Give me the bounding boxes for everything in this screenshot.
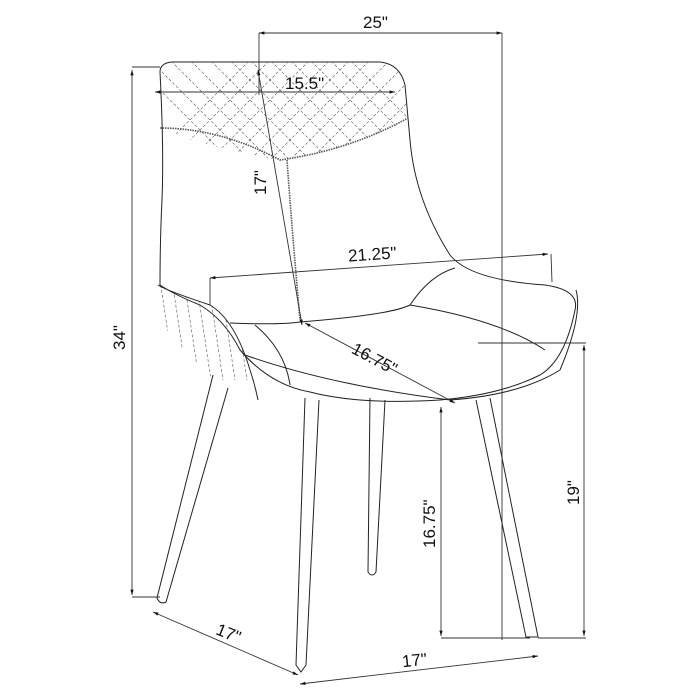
- label-seat-height: 19": [564, 480, 583, 505]
- label-back-height: 17": [251, 170, 270, 195]
- quilted-pattern-side: [159, 285, 248, 381]
- label-back-width: 15.5": [285, 74, 325, 93]
- chair-seat: [229, 267, 579, 401]
- label-overall-width: 25": [363, 13, 388, 32]
- label-seat-width: 21.25": [347, 243, 398, 266]
- chair-back: [157, 61, 577, 402]
- label-overall-height: 34": [110, 325, 129, 350]
- label-seat-height-front: 16.75": [420, 499, 439, 548]
- label-leg-span-front: 17": [401, 649, 428, 672]
- chair-legs: [156, 374, 539, 673]
- dimension-lines: [130, 31, 586, 685]
